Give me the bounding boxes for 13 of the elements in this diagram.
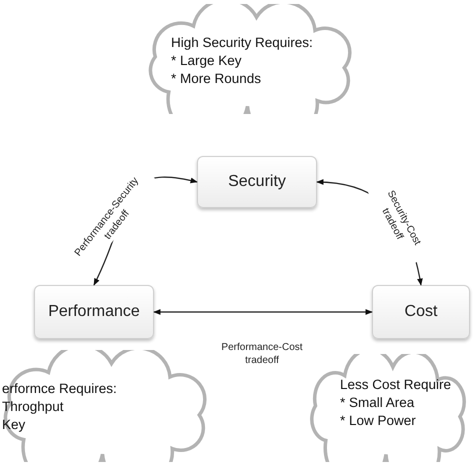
requirement-item: * Low Power bbox=[340, 412, 416, 430]
requirement-item: Throghput bbox=[2, 398, 64, 416]
requirement-item: * Small Area bbox=[340, 394, 414, 412]
rounded-box: Performance bbox=[34, 285, 154, 339]
cloud-heading: Less Cost Require bbox=[340, 376, 452, 394]
rounded-box: Cost bbox=[372, 285, 470, 339]
requirement-item: * Large Key bbox=[171, 52, 242, 70]
requirement-item: Key bbox=[2, 416, 26, 434]
requirement-item: * More Rounds bbox=[171, 70, 262, 88]
rounded-box: Security bbox=[197, 156, 317, 208]
tradeoff-arrow bbox=[153, 309, 373, 315]
cloud-heading: erformce Requires: bbox=[2, 380, 117, 398]
cloud-heading: High Security Requires: bbox=[171, 34, 313, 52]
